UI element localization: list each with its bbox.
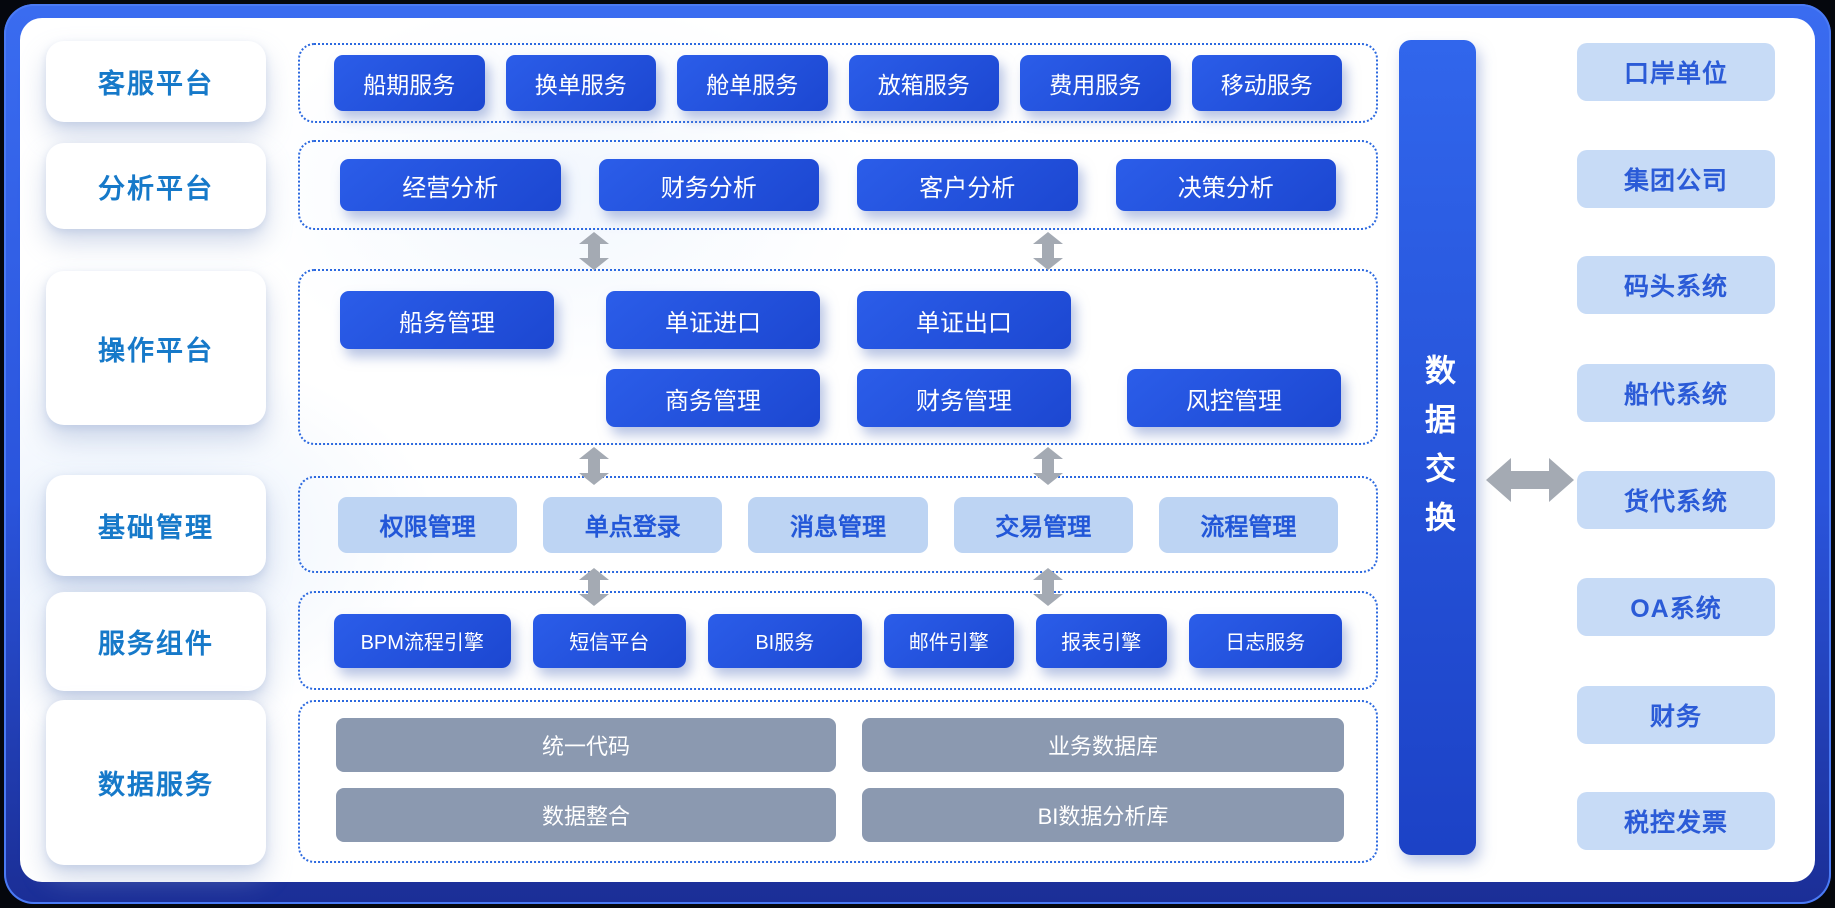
- service-chip: 换单服务: [505, 55, 656, 111]
- service-chip: 船期服务: [334, 55, 485, 111]
- platform-panel-customer-service: 客服平台: [46, 41, 266, 122]
- data-box: 数据整合: [336, 788, 836, 842]
- data-exchange-label: 数据交换: [1420, 354, 1455, 550]
- service-chip: 权限管理: [338, 496, 518, 553]
- platform-label: 操作平台: [98, 335, 214, 366]
- service-chip: 费用服务: [1020, 55, 1171, 111]
- external-system-box: 口岸单位: [1577, 43, 1775, 101]
- data-exchange-bar: 数据交换: [1399, 40, 1476, 855]
- vertical-double-arrow-icon: [1033, 568, 1063, 606]
- analysis-services-group: 经营分析 财务分析 客户分析 决策分析: [298, 140, 1378, 230]
- vertical-double-arrow-icon: [1033, 447, 1063, 485]
- service-chip: 单证进口: [606, 291, 820, 349]
- customer-services-group: 船期服务 换单服务 舱单服务 放箱服务 费用服务 移动服务: [298, 43, 1378, 123]
- service-chip: 放箱服务: [848, 55, 999, 111]
- external-system-box: OA系统: [1577, 578, 1775, 636]
- platform-label: 客服平台: [98, 69, 214, 99]
- service-chip: 船务管理: [340, 291, 554, 349]
- platform-panel-data-services: 数据服务: [46, 700, 266, 865]
- service-chip: 消息管理: [748, 496, 928, 553]
- service-chip: 舱单服务: [677, 55, 828, 111]
- platform-panel-basic-management: 基础管理: [46, 475, 266, 576]
- component-services-group: BPM流程引擎 短信平台 BI服务 邮件引擎 报表引擎 日志服务: [298, 591, 1378, 690]
- data-box: BI数据分析库: [862, 788, 1344, 842]
- external-system-box: 财务: [1577, 686, 1775, 744]
- service-chip: 财务分析: [598, 159, 819, 211]
- data-services-group: 统一代码 业务数据库 数据整合 BI数据分析库: [298, 700, 1378, 863]
- foundation-services-group: 权限管理 单点登录 消息管理 交易管理 流程管理: [298, 476, 1378, 573]
- service-chip: 邮件引擎: [883, 613, 1015, 668]
- platform-panel-analysis: 分析平台: [46, 143, 266, 229]
- platform-label: 数据服务: [98, 770, 214, 800]
- service-chip: 经营分析: [340, 159, 561, 211]
- platform-label: 基础管理: [98, 513, 214, 543]
- service-chip: 客户分析: [857, 159, 1078, 211]
- service-chip: 商务管理: [606, 369, 820, 427]
- service-chip: 决策分析: [1115, 159, 1336, 211]
- data-box: 业务数据库: [862, 718, 1344, 772]
- service-chip: 单点登录: [543, 496, 723, 553]
- service-chip: 短信平台: [532, 613, 687, 668]
- service-chip: 流程管理: [1158, 496, 1339, 553]
- operation-services-group: 船务管理 单证进口 单证出口 商务管理 财务管理 风控管理: [298, 269, 1378, 445]
- vertical-double-arrow-icon: [1033, 232, 1063, 270]
- service-chip: BPM流程引擎: [334, 613, 511, 668]
- external-system-box: 集团公司: [1577, 150, 1775, 208]
- external-system-box: 税控发票: [1577, 792, 1775, 850]
- service-chip: BI服务: [708, 613, 862, 668]
- service-chip: 风控管理: [1127, 369, 1341, 427]
- platform-panel-service-components: 服务组件: [46, 592, 266, 691]
- service-chip: 财务管理: [857, 369, 1071, 427]
- service-chip: 交易管理: [953, 496, 1133, 553]
- external-system-box: 码头系统: [1577, 256, 1775, 314]
- external-system-box: 货代系统: [1577, 471, 1775, 529]
- horizontal-double-arrow-icon: [1486, 458, 1574, 502]
- platform-panel-operation: 操作平台: [46, 271, 266, 425]
- service-chip: 报表引擎: [1036, 613, 1167, 668]
- platform-label: 分析平台: [98, 173, 214, 204]
- external-system-box: 船代系统: [1577, 364, 1775, 422]
- data-box: 统一代码: [336, 718, 836, 772]
- service-chip: 单证出口: [857, 291, 1071, 349]
- service-chip: 移动服务: [1191, 55, 1342, 111]
- vertical-double-arrow-icon: [579, 232, 609, 270]
- vertical-double-arrow-icon: [579, 568, 609, 606]
- platform-label: 服务组件: [98, 629, 214, 659]
- vertical-double-arrow-icon: [579, 447, 609, 485]
- service-chip: 日志服务: [1188, 613, 1342, 668]
